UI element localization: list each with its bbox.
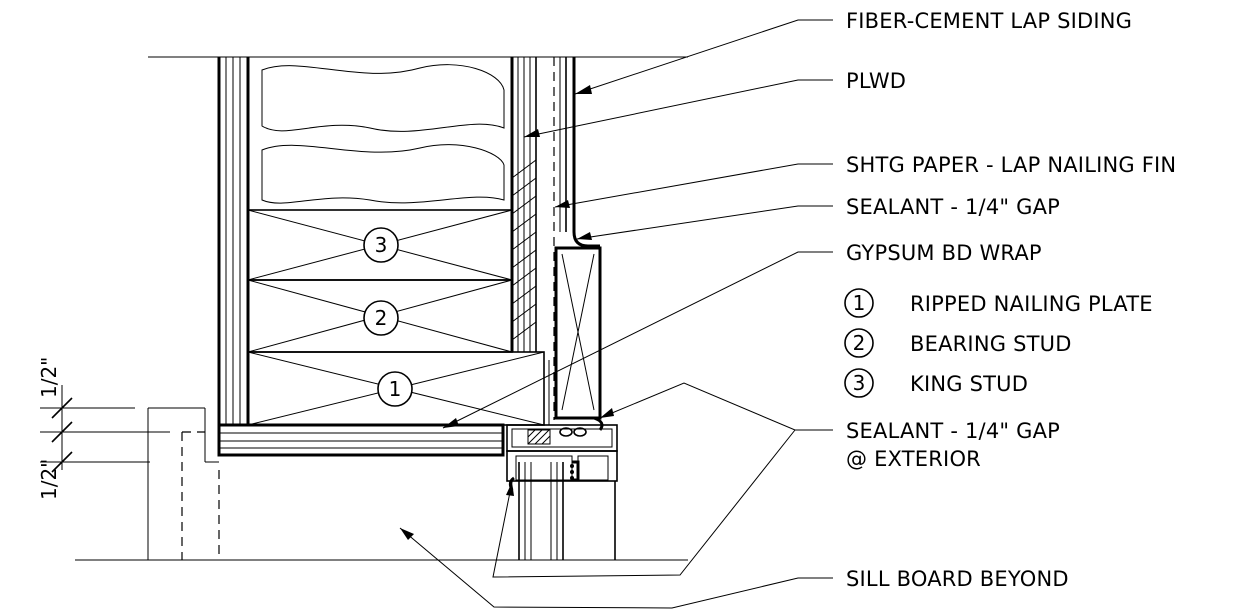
gypsum-wrap <box>217 423 505 457</box>
insulation-batt <box>261 64 505 132</box>
label-sealant-exterior-2: @ EXTERIOR <box>846 447 981 471</box>
label-shtg-paper: SHTG PAPER - LAP NAILING FIN <box>846 153 1176 177</box>
label-sill-board: SILL BOARD BEYOND <box>846 567 1069 591</box>
tag-bearing-stud: 2 <box>363 300 399 336</box>
dimension-upper: 1/2" <box>37 357 61 398</box>
legend-text-3: KING STUD <box>910 372 1028 396</box>
legend: 1 RIPPED NAILING PLATE 2 BEARING STUD 3 … <box>844 288 1153 398</box>
legend-number-2: 2 <box>853 331 866 355</box>
legend-item-1: 1 RIPPED NAILING PLATE <box>844 288 1153 318</box>
tag-king-stud: 3 <box>363 227 399 263</box>
sill-board-beyond <box>147 407 220 560</box>
arrowheads <box>400 85 614 540</box>
stud-tags: 3 2 1 <box>363 227 413 407</box>
callouts: FIBER-CEMENT LAP SIDING PLWD SHTG PAPER … <box>846 9 1176 591</box>
window-frame <box>506 416 618 560</box>
legend-text-1: RIPPED NAILING PLATE <box>910 292 1153 316</box>
legend-item-2: 2 BEARING STUD <box>844 328 1072 358</box>
legend-text-2: BEARING STUD <box>910 332 1072 356</box>
label-sealant-exterior: SEALANT - 1/4" GAP <box>846 419 1060 443</box>
dimension-marks: 1/2" 1/2" <box>37 357 170 500</box>
label-sealant-top: SEALANT - 1/4" GAP <box>846 195 1060 219</box>
tag-number-1: 1 <box>389 377 402 401</box>
label-gypsum-wrap: GYPSUM BD WRAP <box>846 241 1042 265</box>
exterior-trim <box>543 246 602 425</box>
label-siding: FIBER-CEMENT LAP SIDING <box>846 9 1132 33</box>
legend-number-1: 1 <box>853 291 866 315</box>
plywood-hatch <box>511 159 537 341</box>
wall-assembly <box>217 57 602 457</box>
tag-number-2: 2 <box>375 306 388 330</box>
legend-item-3: 3 KING STUD <box>844 368 1028 398</box>
tag-nailing-plate: 1 <box>377 371 413 407</box>
legend-number-3: 3 <box>853 371 866 395</box>
reference-lines <box>75 56 688 561</box>
label-plwd: PLWD <box>846 69 906 93</box>
leaders <box>399 19 833 609</box>
tag-number-3: 3 <box>375 233 388 257</box>
dimension-lower: 1/2" <box>37 459 61 500</box>
